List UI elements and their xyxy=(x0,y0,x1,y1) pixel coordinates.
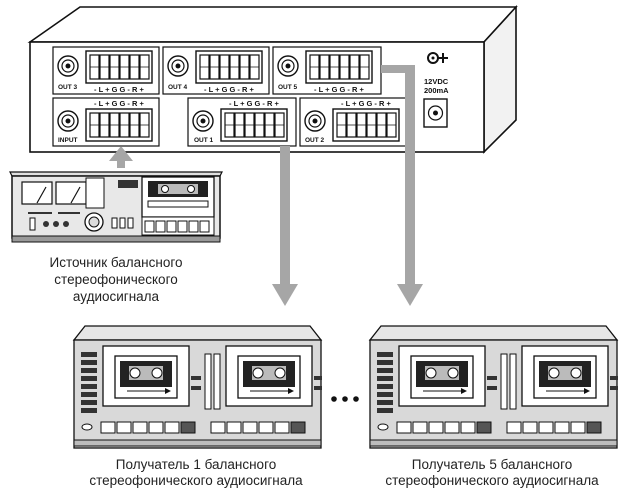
out5-line-horizontal xyxy=(381,65,413,73)
source-caption-line1: Источник балансного xyxy=(49,255,182,270)
input-label: INPUT xyxy=(58,137,78,144)
input-arrow xyxy=(109,146,133,168)
receiver5-caption-line2: стереофонического аудиосигнала xyxy=(385,473,599,488)
power-plug-icon xyxy=(427,52,448,64)
power-jack xyxy=(423,98,448,128)
power-current: 200mA xyxy=(424,86,449,95)
out2-label: OUT 2 xyxy=(305,137,325,144)
source-amplifier xyxy=(9,171,223,243)
out4-pins: - L + G G - R + xyxy=(204,85,254,94)
out4-label: OUT 4 xyxy=(168,84,188,91)
power-voltage: 12VDC xyxy=(424,77,449,86)
source-caption-line3: аудиосигнала xyxy=(73,289,160,304)
receiver-1 xyxy=(74,326,322,448)
receiver-5 xyxy=(370,326,618,448)
out1-arrowhead xyxy=(272,284,298,306)
receiver1-caption-line1: Получатель 1 балансного xyxy=(116,457,276,472)
signal-connections xyxy=(109,65,423,306)
out1-line xyxy=(280,146,290,284)
out5-pins: - L + G G - R + xyxy=(314,85,364,94)
out1-label: OUT 1 xyxy=(194,137,214,144)
out2-pins: - L + G G - R + xyxy=(341,99,391,108)
out3-label: OUT 3 xyxy=(58,84,78,91)
out3-pins: - L + G G - R + xyxy=(94,85,144,94)
ellipsis-dots xyxy=(331,396,359,402)
receiver1-caption-line2: стереофонического аудиосигнала xyxy=(89,473,303,488)
input-pins: - L + G G - R + xyxy=(94,99,144,108)
splitter-unit: OUT 3 - L + G G - R + OUT 4 - L + G G - … xyxy=(27,4,518,154)
receiver5-caption-line1: Получатель 5 балансного xyxy=(412,457,572,472)
out5-label: OUT 5 xyxy=(278,84,298,91)
out1-pins: - L + G G - R + xyxy=(229,99,279,108)
out5-line-vertical xyxy=(405,65,415,284)
source-caption-line2: стереофонического xyxy=(54,272,177,287)
out5-arrowhead xyxy=(397,284,423,306)
